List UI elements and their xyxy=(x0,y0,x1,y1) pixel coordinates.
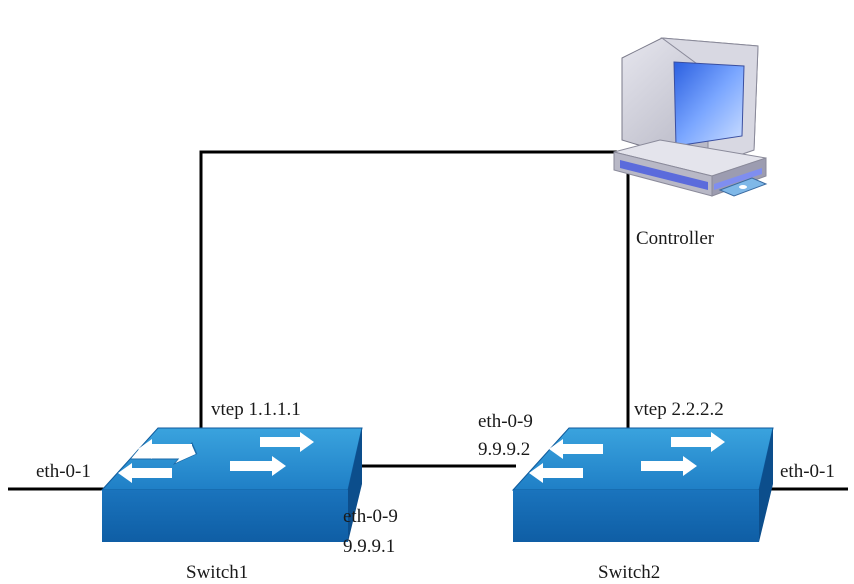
switch2-eth01-label: eth-0-1 xyxy=(780,461,835,482)
switch2-vtep-label: vtep 2.2.2.2 xyxy=(634,399,724,420)
switch1-label: Switch1 xyxy=(186,562,248,583)
switch1-eth09-label: eth-0-9 xyxy=(343,506,398,527)
controller-label: Controller xyxy=(636,228,715,249)
switch1-vtep-label: vtep 1.1.1.1 xyxy=(211,399,301,420)
switch2-icon xyxy=(511,427,774,542)
computer-icon xyxy=(613,37,768,197)
links xyxy=(8,150,848,491)
switch2-eth09-label: eth-0-9 xyxy=(478,411,533,432)
link-switch1-controller xyxy=(199,150,617,430)
switch2-ip-label: 9.9.9.2 xyxy=(478,439,530,460)
switch1-eth01-label: eth-0-1 xyxy=(36,461,91,482)
switch2-label: Switch2 xyxy=(598,562,660,583)
switch1-ip-label: 9.9.9.1 xyxy=(343,536,395,557)
switch1-icon xyxy=(100,427,363,542)
